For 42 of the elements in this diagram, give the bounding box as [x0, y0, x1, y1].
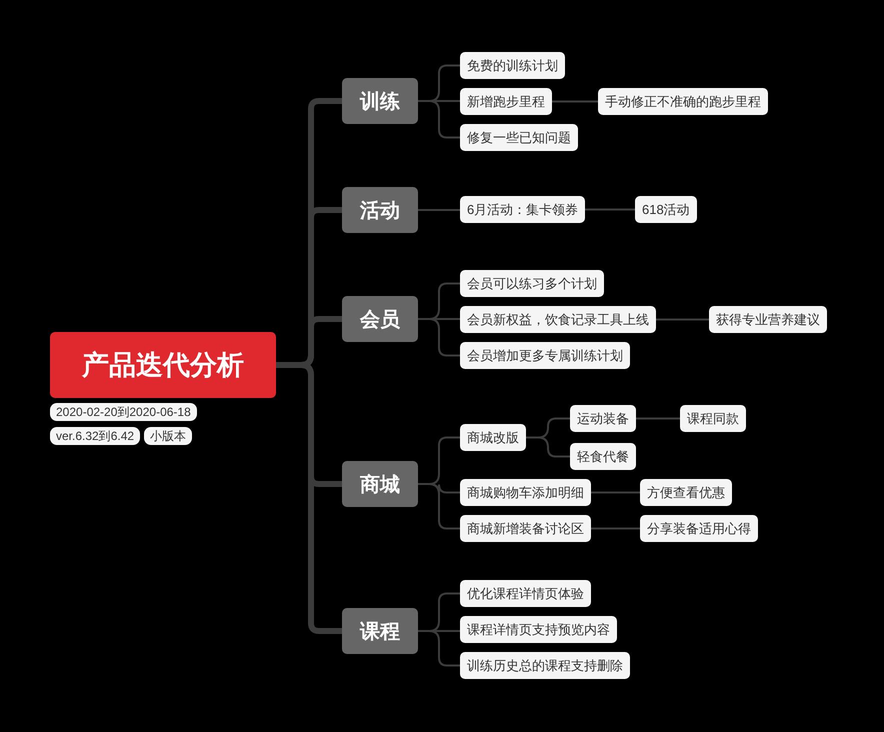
branch-box: 活动 — [342, 187, 418, 233]
brace-connector — [591, 528, 640, 530]
topic-item-box: 手动修正不准确的跑步里程 — [598, 88, 768, 115]
branch-box: 会员 — [342, 296, 418, 342]
topic-item-box: 会员增加更多专属训练计划 — [460, 342, 630, 369]
topic-item-box: 训练历史总的课程支持删除 — [460, 652, 630, 679]
topic-item-box: 618活动 — [635, 196, 697, 223]
brace-connector — [418, 318, 460, 356]
tag-label: 2020-02-20到2020-06-18 — [50, 403, 197, 421]
tag-label: 小版本 — [144, 427, 192, 445]
topic-item-box: 6月活动：集卡领券 — [460, 196, 586, 223]
topic-box: 产品迭代分析 — [50, 332, 276, 398]
topic-item-box: 优化课程详情页体验 — [460, 580, 591, 607]
topic-item-box: 修复一些已知问题 — [460, 124, 578, 151]
branch-box: 商城 — [342, 461, 418, 507]
brace-connector — [418, 209, 460, 211]
topic-item-box: 新增跑步里程 — [460, 88, 552, 115]
topic-item-box: 会员新权益，饮食记录工具上线 — [460, 306, 656, 333]
topic-item-box: 免费的训练计划 — [460, 52, 565, 79]
topic-item-box: 分享装备适用心得 — [640, 515, 758, 542]
brace-connector — [552, 100, 598, 102]
topic-item-box: 获得专业营养建议 — [709, 306, 827, 333]
branch-box: 课程 — [342, 608, 418, 654]
topic-item-box: 商城改版 — [460, 424, 526, 451]
brace-connector — [585, 208, 635, 210]
brace-connector — [418, 483, 460, 530]
brace-connector — [418, 100, 460, 138]
topic-item-box: 会员可以练习多个计划 — [460, 270, 604, 297]
topic-item-box: 运动装备 — [570, 405, 636, 432]
topic-item-box: 商城购物车添加明细 — [460, 479, 591, 506]
brace-connector — [526, 436, 570, 458]
brace-connector — [656, 318, 709, 320]
tag-label: ver.6.32到6.42 — [50, 427, 140, 445]
topic-item-box: 轻食代餐 — [570, 443, 636, 470]
topic-item-box: 课程详情页支持预览内容 — [460, 616, 617, 643]
topic-item-box: 方便查看优惠 — [640, 479, 732, 506]
brace-connector — [636, 418, 680, 420]
topic-item-box: 课程同款 — [680, 405, 746, 432]
branch-box: 训练 — [342, 78, 418, 124]
brace-connector — [418, 630, 460, 666]
topic-item-box: 商城新增装备讨论区 — [460, 515, 591, 542]
brace-connector — [591, 492, 640, 494]
